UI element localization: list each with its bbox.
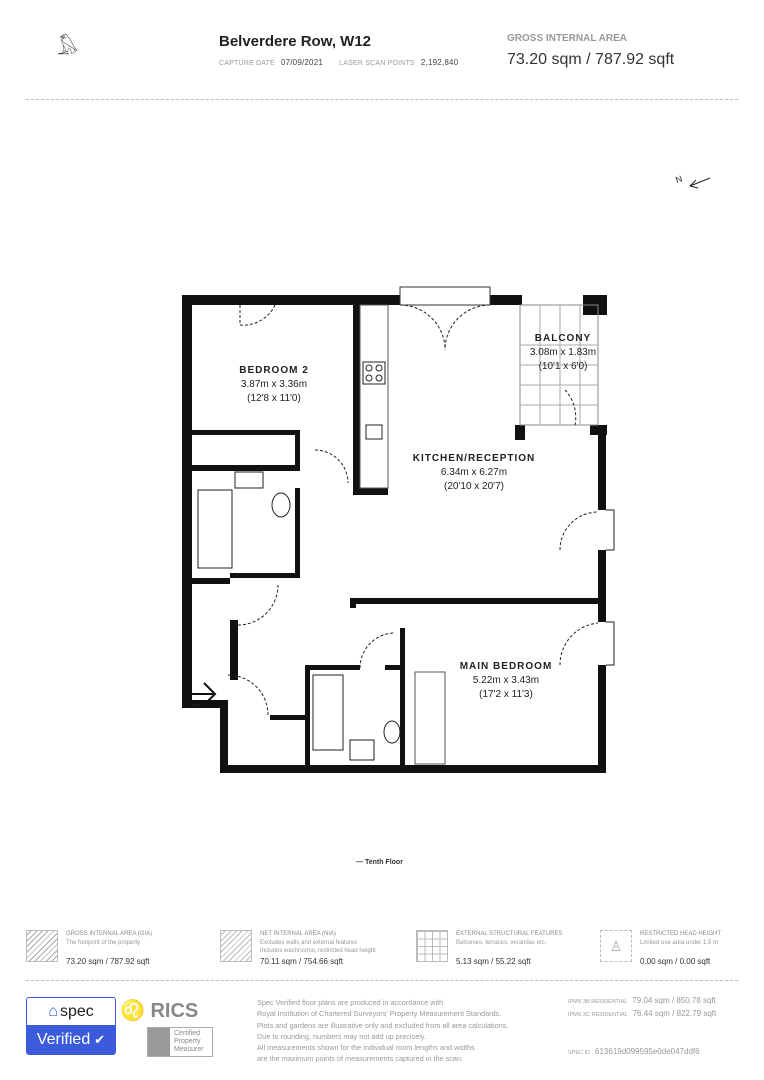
- room-name: BALCONY: [534, 333, 592, 344]
- room-name: KITCHEN/RECEPTION: [412, 453, 536, 464]
- rics-logo-text: RICS: [150, 1000, 199, 1022]
- legend-title: RESTRICTED HEAD HEIGHT: [640, 931, 722, 937]
- legend-value: 0.00 sqm / 0.00 sqft: [640, 957, 711, 966]
- disclaimer-line: are the maximum points of measurements c…: [257, 1054, 464, 1064]
- divider: [26, 99, 738, 100]
- room-imperial: (17'2 x 11'3): [479, 689, 533, 700]
- spec-logo: ⌂spec: [27, 998, 115, 1025]
- room-imperial: (20'10 x 20'7): [444, 481, 504, 492]
- check-circle-icon: ✔: [94, 1031, 106, 1047]
- spec-verified-badge: ⌂spec Verified✔: [26, 997, 116, 1055]
- legend-title: NET INTERNAL AREA (NIA): [260, 931, 337, 937]
- entrance-arrow-icon: [186, 682, 217, 706]
- room-name: MAIN BEDROOM: [459, 661, 553, 672]
- walls: [182, 295, 607, 773]
- disclaimer-line: All measurements shown for the individua…: [257, 1043, 475, 1053]
- svg-text:N: N: [674, 174, 684, 186]
- hatched-square-icon: [26, 930, 58, 962]
- legend-value: 70.11 sqm / 754.66 sqft: [260, 957, 344, 966]
- rics-cert-text: Certified Property Measurer: [174, 1030, 204, 1053]
- legend-value: 5.13 sqm / 55.22 sqft: [456, 957, 531, 966]
- legend-value: 73.20 sqm / 787.92 sqft: [66, 957, 150, 966]
- ipms-label: IPMS 3B RESIDENTIAL: [568, 999, 628, 1005]
- legend-desc-line: The footprint of the property: [66, 940, 141, 946]
- room-name: BEDROOM 2: [239, 365, 309, 376]
- legend-title: GROSS INTERNAL AREA (GIA): [66, 931, 153, 937]
- disclaimer-line: Due to rounding, numbers may not add up …: [257, 1031, 427, 1041]
- room-kitchen-reception: KITCHEN/RECEPTION 6.34m x 6.27m (20'10 x…: [413, 452, 536, 494]
- ipms-value: 76.44 sqm / 822.79 sqft: [632, 1009, 717, 1018]
- room-metric: 3.08m x 1.83m: [529, 347, 597, 358]
- ipms-label: IPMS 3C RESIDENTIAL: [568, 1012, 628, 1018]
- room-metric: 3.87m x 3.36m: [240, 379, 308, 390]
- disclaimer-line: Plots and gardens are illustrative only …: [257, 1020, 509, 1030]
- room-main-bedroom: MAIN BEDROOM 5.22m x 3.43m (17'2 x 11'3): [460, 660, 553, 702]
- ipms-value: 79.04 sqm / 850.78 sqft: [632, 996, 716, 1005]
- room-metric: 5.22m x 3.43m: [472, 675, 540, 686]
- capture-date-label: CAPTURE DATE: [219, 60, 275, 67]
- legend-desc: Limited use area under 1.5 m: [640, 939, 718, 947]
- capture-date: 07/09/2021: [280, 58, 323, 67]
- disclaimer: Spec Verified floor plans are produced i…: [257, 997, 508, 1065]
- floor-plan: N: [182, 174, 711, 773]
- compass-icon: N: [674, 174, 711, 189]
- rics-mark-icon: [148, 1028, 170, 1056]
- spec-logo-text: spec: [59, 1002, 94, 1020]
- legend-desc: The footprint of the property: [66, 939, 140, 947]
- spec-id: SPEC ID 613619d099595e0de047ddf6: [568, 1047, 700, 1056]
- floor-label: — Tenth Floor: [356, 859, 403, 866]
- disclaimer-line: Spec Verified floor plans are produced i…: [257, 998, 444, 1007]
- rics-certified-badge: Certified Property Measurer: [147, 1027, 213, 1057]
- rics-logo: ♌ RICS: [120, 998, 198, 1023]
- room-bedroom-2: BEDROOM 2 3.87m x 3.36m (12'8 x 11'0): [239, 364, 309, 406]
- legend-title: EXTERNAL STRUCTURAL FEATURES: [456, 931, 563, 937]
- lion-icon: ♌: [120, 1000, 145, 1022]
- room-imperial: (10'1 x 6'0): [538, 361, 588, 372]
- person-height-icon: ♙: [600, 930, 632, 962]
- grid-icon: [416, 930, 448, 962]
- scan-points: 2,192,840: [420, 58, 459, 67]
- legend-desc-line: Excludes walls and external features: [260, 940, 358, 946]
- ipms-3b: IPMS 3B RESIDENTIAL 79.04 sqm / 850.78 sq…: [568, 996, 716, 1005]
- verified-label: Verified: [36, 1030, 91, 1048]
- gia-label: GROSS INTERNAL AREA: [507, 33, 628, 44]
- disclaimer-line: Royal Institution of Chartered Surveyors…: [257, 1009, 502, 1019]
- gia-value: 73.20 sqm / 787.92 sqft: [507, 51, 675, 68]
- fixtures: [192, 286, 615, 765]
- legend-desc-line: Includes washrooms, restricted head heig…: [260, 948, 376, 954]
- property-address: Belverdere Row, W12: [219, 33, 371, 50]
- legend-desc: Balconies, terraces, verandas etc.: [456, 939, 546, 947]
- ipms-3c: IPMS 3C RESIDENTIAL 76.44 sqm / 822.79 sq…: [568, 1009, 716, 1018]
- net-area-icon: [220, 930, 252, 962]
- scan-points-label: LASER SCAN POINTS: [339, 60, 415, 67]
- legend-desc-line: Limited use area under 1.5 m: [640, 940, 719, 946]
- hawks-logo: 𓅃: [55, 35, 78, 59]
- room-balcony: BALCONY 3.08m x 1.83m (10'1 x 6'0): [530, 332, 596, 374]
- room-imperial: (12'8 x 11'0): [247, 393, 301, 404]
- room-metric: 6.34m x 6.27m: [440, 467, 508, 478]
- home-icon: ⌂: [48, 1002, 58, 1020]
- divider: [26, 980, 738, 981]
- legend-desc-line: Balconies, terraces, verandas etc.: [456, 940, 547, 946]
- spec-id-label: SPEC ID: [568, 1050, 591, 1056]
- spec-id-value: 613619d099595e0de047ddf6: [595, 1047, 700, 1056]
- capture-meta: CAPTURE DATE 07/09/2021 LASER SCAN POINTS…: [219, 58, 472, 67]
